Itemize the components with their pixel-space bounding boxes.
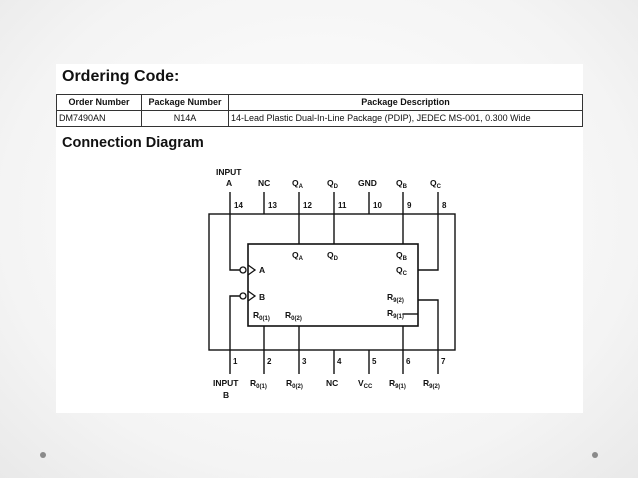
- pin-8-label: QC: [430, 178, 442, 190]
- counter-block: [247, 243, 419, 327]
- slide: Ordering Code: Order Number Package Numb…: [56, 64, 583, 413]
- pin-9-number: 9: [407, 201, 412, 210]
- table-header-row: Order Number Package Number Package Desc…: [56, 94, 583, 111]
- inner-qa-label: QA: [292, 250, 304, 262]
- ordering-code-title: Ordering Code:: [62, 68, 180, 85]
- inner-a-label: A: [259, 265, 265, 275]
- pin-14-number: 14: [234, 201, 243, 210]
- clock-inputs: [239, 264, 257, 302]
- inner-b-label: B: [259, 292, 265, 302]
- chip-outline: [208, 213, 456, 351]
- pin-13-number: 13: [268, 201, 277, 210]
- inner-r02-label: R0(2): [285, 310, 302, 322]
- pin-9-label: QB: [396, 178, 408, 190]
- pin-12-number: 12: [303, 201, 312, 210]
- pin-10-number: 10: [373, 201, 382, 210]
- pin-7-label: R9(2): [423, 378, 440, 390]
- pin-10-label: GND: [358, 178, 377, 188]
- inner-qc-label: QC: [396, 265, 408, 277]
- inner-qd-label: QD: [327, 250, 339, 262]
- pin-1-label2: B: [223, 390, 229, 400]
- pin-2-label: R0(1): [250, 378, 267, 390]
- pin-4-label: NC: [326, 378, 338, 388]
- top-pin-leads: [229, 192, 439, 271]
- pin-6-number: 6: [406, 357, 411, 366]
- table-row: DM7490AN N14A 14-Lead Plastic Dual-In-Li…: [56, 110, 583, 127]
- pin-14-label: INPUT: [216, 167, 242, 177]
- inner-r91-label: R9(1): [387, 308, 404, 320]
- connection-diagram-title: Connection Diagram: [62, 135, 204, 151]
- ordering-table: Order Number Package Number Package Desc…: [56, 94, 583, 127]
- bullet-dot-left: [40, 452, 46, 458]
- cell-package-number: N14A: [141, 110, 229, 127]
- pin-11-number: 11: [338, 201, 347, 210]
- pin-2-number: 2: [267, 357, 272, 366]
- pin-13-label: NC: [258, 178, 270, 188]
- pin-1-label: INPUT: [213, 378, 239, 388]
- pin-12-label: QA: [292, 178, 304, 190]
- inner-r92-label: R9(2): [387, 292, 404, 304]
- connection-diagram: 14 13 12 11 10 9 8 INPUT A NC QA QD GND …: [208, 167, 456, 400]
- pin-3-label: R0(2): [286, 378, 303, 390]
- inner-r01-label: R0(1): [253, 310, 270, 322]
- bullet-dot-right: [592, 452, 598, 458]
- cell-package-description: 14-Lead Plastic Dual-In-Line Package (PD…: [228, 110, 583, 127]
- pin-11-label: QD: [327, 178, 339, 190]
- pin-1-number: 1: [233, 357, 238, 366]
- cell-order-number: DM7490AN: [56, 110, 142, 127]
- pin-6-label: R9(1): [389, 378, 406, 390]
- bottom-pin-leads: [229, 295, 439, 374]
- pin-7-number: 7: [441, 357, 446, 366]
- pin-14-label2: A: [226, 178, 232, 188]
- pin-3-number: 3: [302, 357, 307, 366]
- pin-8-number: 8: [442, 201, 447, 210]
- pin-5-number: 5: [372, 357, 377, 366]
- pin-5-label: VCC: [358, 378, 373, 390]
- inner-qb-label: QB: [396, 250, 408, 262]
- pin-4-number: 4: [337, 357, 342, 366]
